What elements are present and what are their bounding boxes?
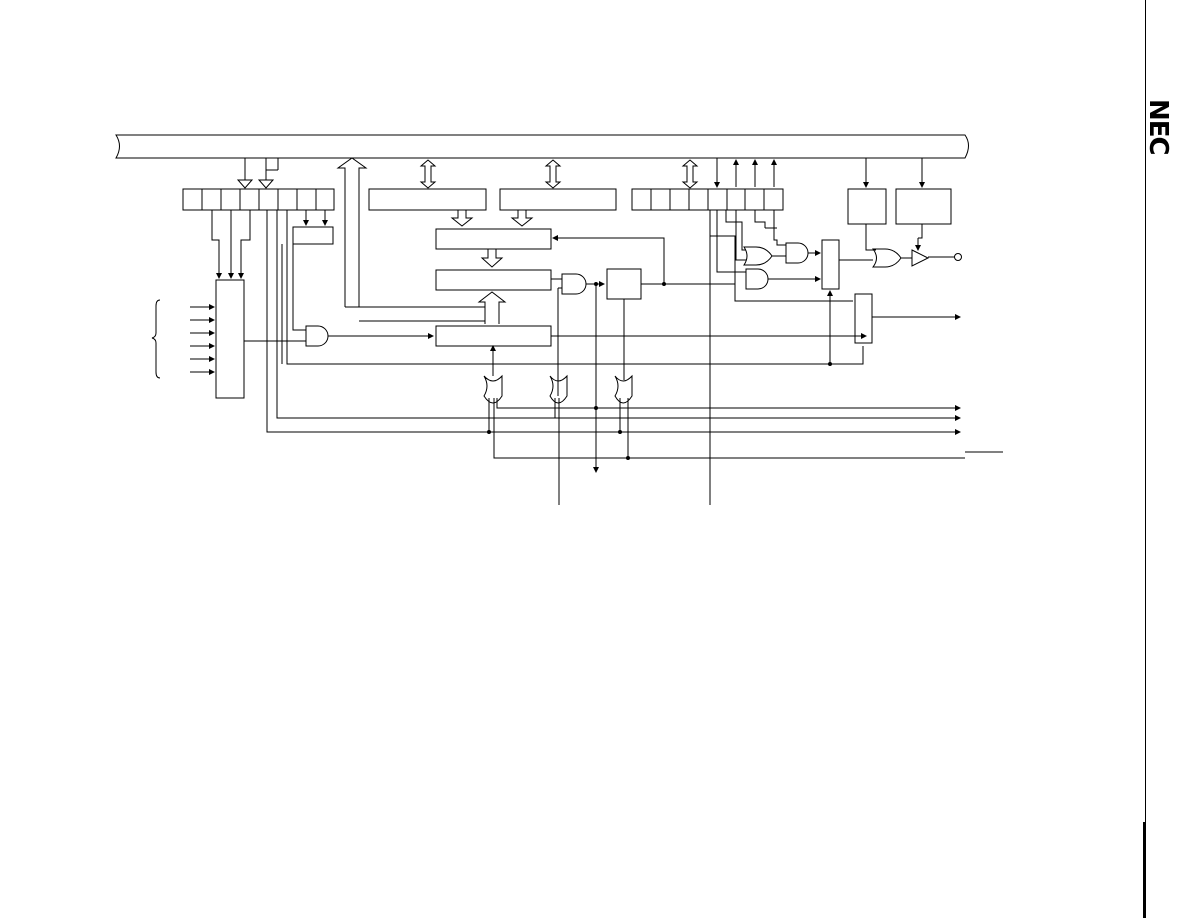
bus-arrow-left-register-a bbox=[236, 158, 254, 189]
bus-read-arrow bbox=[336, 157, 368, 307]
or-gate-3 bbox=[614, 374, 633, 404]
compare-block bbox=[435, 228, 552, 250]
timer-block bbox=[435, 325, 552, 347]
output-buffer bbox=[911, 249, 930, 267]
page-edge-line bbox=[1145, 0, 1146, 918]
mux-right bbox=[821, 239, 840, 290]
or-gate-right bbox=[743, 246, 773, 266]
bus-arrow-register-b bbox=[544, 159, 562, 189]
and-gate-left bbox=[305, 325, 329, 347]
output-pin bbox=[954, 253, 962, 261]
input-brace bbox=[151, 299, 161, 379]
right-register bbox=[631, 188, 784, 211]
selector-block bbox=[215, 279, 245, 399]
counter-block bbox=[435, 269, 552, 291]
and-gate-right-bottom bbox=[745, 268, 769, 290]
arrow-register-b-down bbox=[510, 209, 534, 227]
register-b bbox=[499, 188, 617, 211]
arrow-compare-to-counter bbox=[480, 248, 504, 268]
block-right-1 bbox=[847, 188, 887, 225]
arrow-timer-to-counter bbox=[477, 291, 507, 324]
or-gate-output bbox=[871, 248, 902, 268]
flip-flop-block bbox=[606, 268, 642, 300]
block-right-2 bbox=[895, 188, 952, 225]
left-register bbox=[182, 188, 335, 211]
page-edge-tab bbox=[1143, 822, 1146, 918]
and-gate-middle bbox=[561, 273, 587, 295]
arrow-register-a-down bbox=[450, 209, 474, 227]
and-gate-right-top bbox=[785, 242, 809, 264]
bus-arrow-register-a bbox=[419, 159, 437, 189]
latch-block bbox=[292, 226, 334, 245]
bus-arrow-left-register-b bbox=[257, 158, 275, 189]
internal-bus bbox=[115, 134, 969, 159]
or-gate-1 bbox=[483, 374, 503, 404]
bus-arrow-right-register bbox=[681, 159, 699, 189]
register-a bbox=[368, 188, 487, 211]
mux-bottom-right bbox=[854, 293, 873, 344]
